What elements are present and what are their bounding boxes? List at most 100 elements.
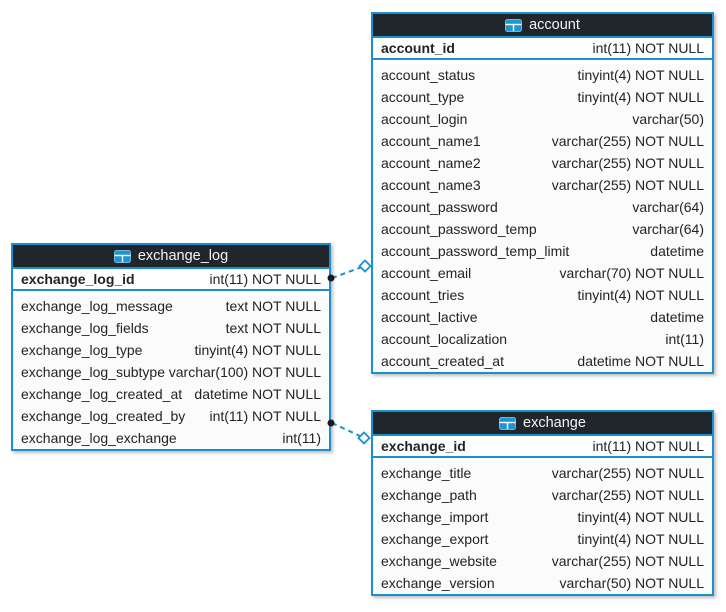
column-row[interactable]: exchange_log_type tinyint(4) NOT NULL [13,339,329,361]
table-header-account[interactable]: account [373,14,712,38]
table-exchange[interactable]: exchange exchange_id int(11) NOT NULL ex… [371,410,714,596]
column-name: account_created_at [381,353,504,369]
column-name: exchange_log_subtype [21,364,166,380]
column-type: varchar(255) NOT NULL [551,465,704,481]
table-header-exchange[interactable]: exchange [373,412,712,436]
column-type: datetime NOT NULL [577,353,704,369]
column-name: account_name2 [381,155,481,171]
column-name: exchange_export [381,531,489,547]
column-type: int(11) [282,430,321,446]
column-row[interactable]: account_name2 varchar(255) NOT NULL [373,152,712,174]
column-row[interactable]: exchange_export tinyint(4) NOT NULL [373,528,712,550]
column-type: varchar(100) NOT NULL [168,364,321,380]
column-name: exchange_import [381,509,489,525]
column-name: account_lactive [381,309,478,325]
column-name: exchange_version [381,575,495,591]
table-icon [505,18,523,32]
column-name: account_password_temp [381,221,537,237]
column-type: int(11) NOT NULL [592,40,704,56]
table-title: exchange [523,415,586,431]
column-row[interactable]: account_password_temp varchar(64) [373,218,712,240]
column-name: exchange_log_created_by [21,408,186,424]
column-row[interactable]: exchange_import tinyint(4) NOT NULL [373,506,712,528]
column-type: varchar(255) NOT NULL [551,133,704,149]
column-type: varchar(70) NOT NULL [559,265,704,281]
column-type: varchar(64) [632,199,704,215]
column-type: tinyint(4) NOT NULL [194,342,321,358]
table-title: exchange_log [137,248,229,264]
column-name: exchange_website [381,553,497,569]
column-name: exchange_path [381,487,477,503]
column-row[interactable]: account_password varchar(64) [373,196,712,218]
column-row[interactable]: exchange_log_created_by int(11) NOT NULL [13,405,329,427]
column-row[interactable]: account_type tinyint(4) NOT NULL [373,86,712,108]
pk-row[interactable]: exchange_id int(11) NOT NULL [373,436,712,458]
column-name: exchange_log_type [21,342,143,358]
column-name: account_password [381,199,498,215]
table-icon [113,249,131,263]
column-row[interactable]: exchange_log_message text NOT NULL [13,295,329,317]
relation-exchange-log-exchange[interactable] [327,419,371,445]
table-header-exchange-log[interactable]: exchange_log [13,245,329,269]
column-name: account_type [381,89,465,105]
pk-row[interactable]: account_id int(11) NOT NULL [373,38,712,60]
column-type: text NOT NULL [225,298,321,314]
column-name: exchange_title [381,465,472,481]
column-row[interactable]: account_login varchar(50) [373,108,712,130]
column-type: varchar(255) NOT NULL [551,553,704,569]
column-name: account_name1 [381,133,481,149]
column-type: varchar(255) NOT NULL [551,177,704,193]
column-type: varchar(255) NOT NULL [551,155,704,171]
column-type: varchar(64) [632,221,704,237]
column-type: tinyint(4) NOT NULL [577,287,704,303]
column-name: account_login [381,111,468,127]
column-row[interactable]: account_created_at datetime NOT NULL [373,350,712,372]
column-row[interactable]: exchange_website varchar(255) NOT NULL [373,550,712,572]
column-type: tinyint(4) NOT NULL [577,67,704,83]
table-title: account [529,17,580,33]
column-row[interactable]: exchange_version varchar(50) NOT NULL [373,572,712,594]
column-type: datetime NOT NULL [194,386,321,402]
column-name: account_password_temp_limit [381,243,570,259]
column-name: account_name3 [381,177,481,193]
column-type: tinyint(4) NOT NULL [577,89,704,105]
column-row[interactable]: exchange_log_created_at datetime NOT NULL [13,383,329,405]
column-row[interactable]: account_name3 varchar(255) NOT NULL [373,174,712,196]
column-type: varchar(50) NOT NULL [559,575,704,591]
column-type: int(11) NOT NULL [209,408,321,424]
column-name: exchange_log_exchange [21,430,177,446]
column-row[interactable]: exchange_log_exchange int(11) [13,427,329,449]
column-type: int(11) NOT NULL [592,438,704,454]
column-name: exchange_log_message [21,298,173,314]
table-exchange-log[interactable]: exchange_log exchange_log_id int(11) NOT… [11,243,331,451]
column-type: tinyint(4) NOT NULL [577,531,704,547]
column-type: int(11) [665,331,704,347]
column-name: exchange_log_id [21,271,135,287]
column-name: account_tries [381,287,465,303]
column-type: varchar(50) [632,111,704,127]
column-name: account_localization [381,331,508,347]
column-type: int(11) NOT NULL [209,271,321,287]
column-row[interactable]: account_email varchar(70) NOT NULL [373,262,712,284]
table-icon [499,416,517,430]
column-row[interactable]: exchange_title varchar(255) NOT NULL [373,462,712,484]
column-row[interactable]: account_localization int(11) [373,328,712,350]
column-row[interactable]: account_tries tinyint(4) NOT NULL [373,284,712,306]
column-name: account_id [381,40,455,56]
column-row[interactable]: account_name1 varchar(255) NOT NULL [373,130,712,152]
column-name: account_email [381,265,472,281]
column-type: tinyint(4) NOT NULL [577,509,704,525]
relation-exchange-log-account[interactable] [327,259,372,282]
column-name: exchange_log_created_at [21,386,183,402]
table-account[interactable]: account account_id int(11) NOT NULL acco… [371,12,714,374]
column-name: exchange_log_fields [21,320,149,336]
pk-row[interactable]: exchange_log_id int(11) NOT NULL [13,269,329,291]
